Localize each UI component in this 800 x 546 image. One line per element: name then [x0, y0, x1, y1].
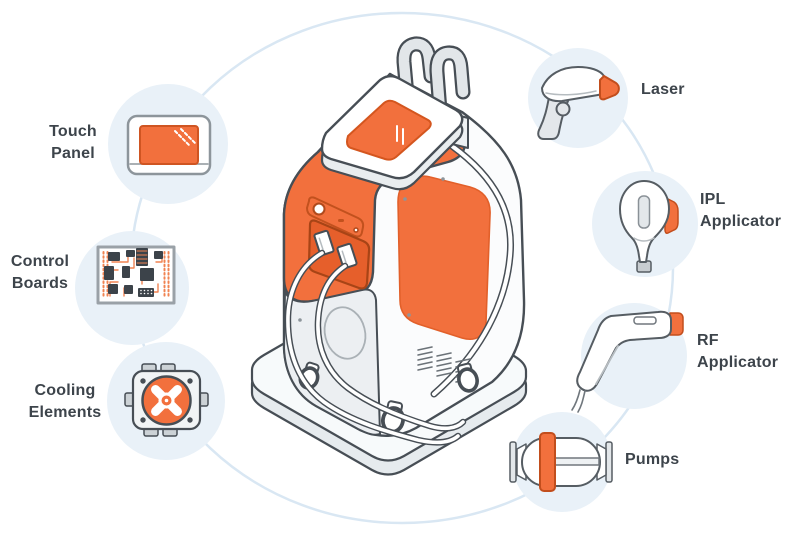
label-line: Boards: [11, 275, 69, 292]
side-handle-curve: [430, 142, 515, 398]
label-line: Applicator: [697, 354, 779, 371]
label-ipl-applicator: IPL Applicator: [700, 189, 781, 233]
label-line: Cooling: [34, 382, 96, 399]
connector-port-left: [313, 229, 335, 257]
machine-lower-front: [283, 288, 381, 436]
label-cooling-elements: Cooling Elements: [24, 380, 106, 424]
touchscreen: [346, 99, 432, 161]
ipl-applicator-icon: [619, 180, 679, 273]
label-pumps: Pumps: [625, 449, 679, 471]
label-control-boards: Control Boards: [1, 251, 79, 295]
label-line: Touch: [49, 123, 97, 140]
connector-port-right: [336, 242, 358, 270]
hook-left: [396, 36, 439, 114]
rf-applicator-icon: [571, 310, 684, 413]
power-button: [312, 202, 326, 216]
screw-dots: [298, 177, 445, 322]
machine-side-panel: [397, 175, 491, 340]
front-oval-detail: [323, 306, 367, 360]
label-touch-panel: Touch Panel: [33, 121, 113, 165]
label-line: Applicator: [700, 213, 782, 230]
connector-panel: [306, 196, 371, 290]
label-line: Control: [10, 253, 70, 270]
touch-panel-icon: [126, 114, 212, 176]
console: [320, 74, 464, 191]
pump-icon: [509, 432, 613, 492]
handpiece-cables: [284, 249, 467, 446]
hook-right: [429, 45, 471, 132]
machine-illustration: [250, 36, 528, 476]
caster-wheels: [298, 361, 479, 434]
cooling-fan-icon: [124, 363, 209, 437]
label-line: Elements: [28, 404, 102, 421]
label-line: Pumps: [625, 451, 680, 468]
label-rf-applicator: RF Applicator: [697, 330, 778, 374]
circuit-board-icon: [96, 245, 176, 305]
label-laser: Laser: [641, 79, 685, 101]
label-line: Panel: [51, 145, 95, 162]
label-line: IPL: [700, 191, 726, 208]
label-line: RF: [697, 332, 719, 349]
laser-handpiece-icon: [537, 66, 620, 140]
label-line: Laser: [641, 81, 685, 98]
